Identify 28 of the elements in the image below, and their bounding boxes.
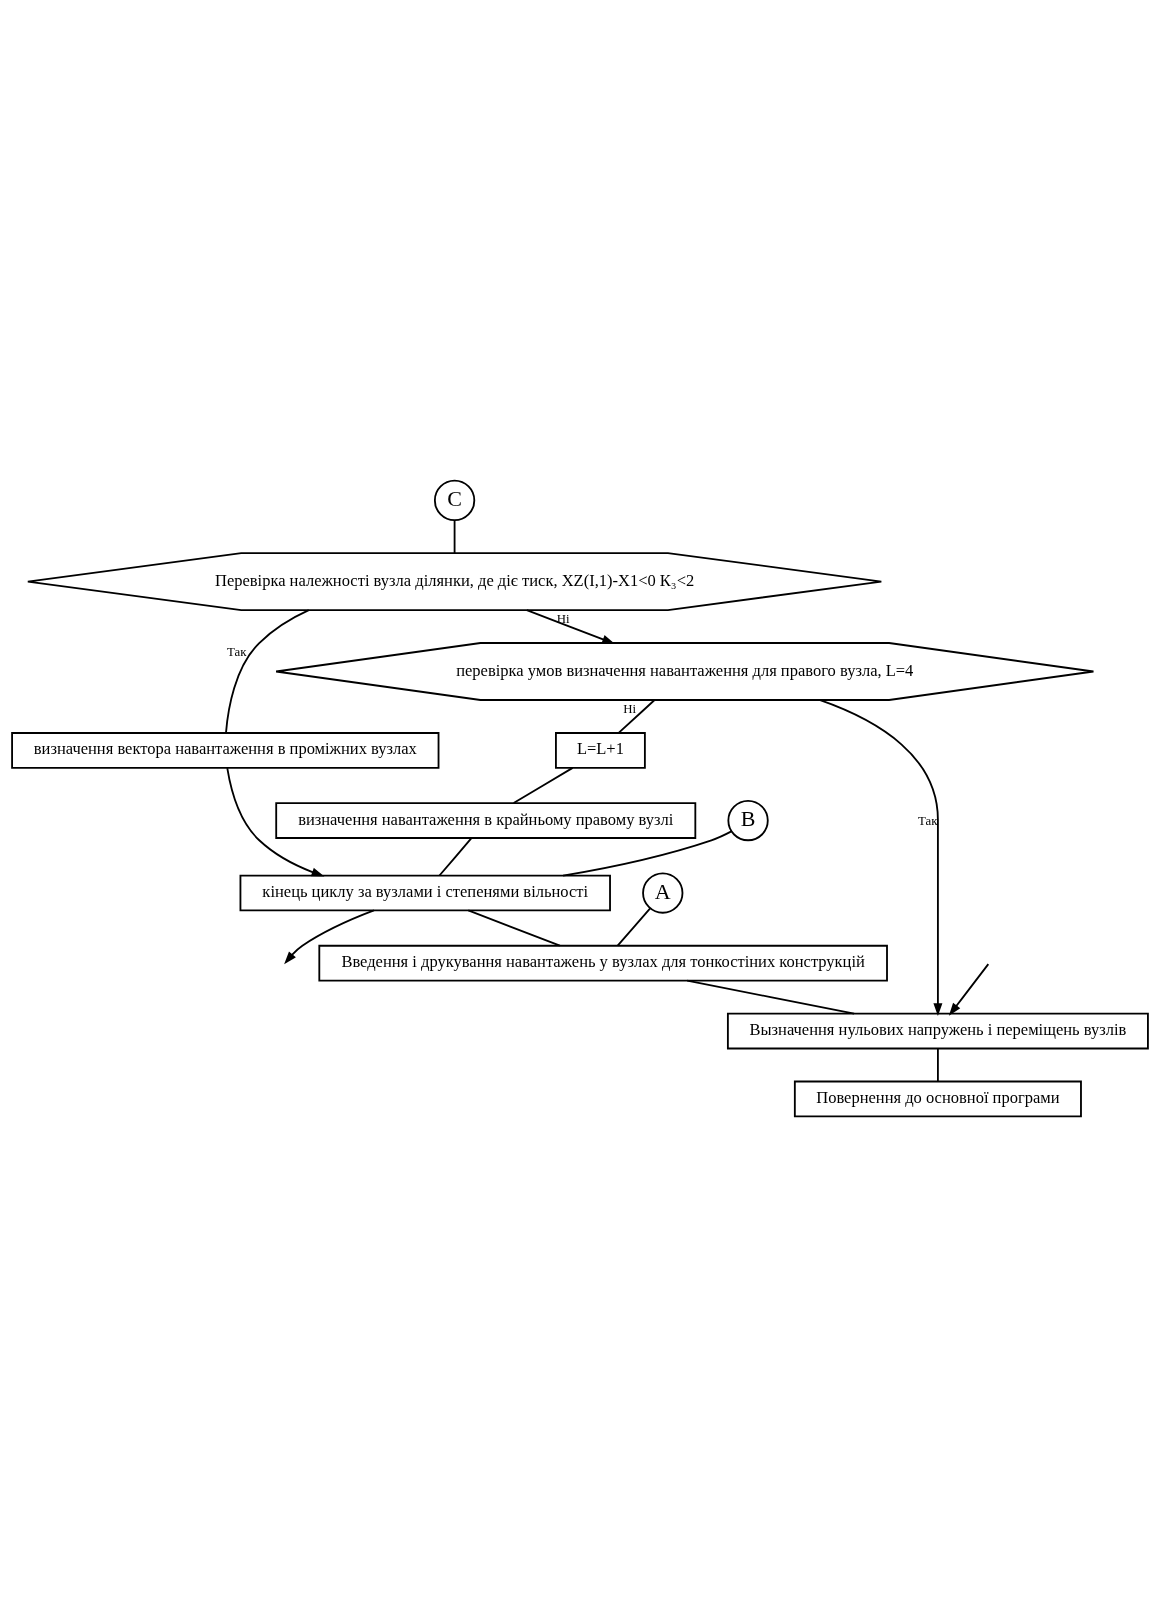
node-box: L=L+1 — [555, 732, 646, 769]
connector — [512, 766, 574, 804]
node-circle: A — [642, 872, 684, 914]
node-box: визначення навантаження в крайньому правому вузлі — [275, 802, 697, 839]
arrow — [284, 909, 375, 965]
arrow — [226, 767, 325, 877]
connector — [616, 907, 652, 947]
connector — [453, 519, 456, 554]
edge-label: Ні — [623, 702, 637, 717]
connector — [562, 830, 733, 877]
connector — [467, 909, 561, 947]
node-circle: C — [433, 479, 476, 521]
node-box: визначення вектора навантаження в проміжних вузлах — [11, 732, 440, 769]
node-box: кінець циклу за вузлами і степенями вільності — [239, 874, 611, 912]
node-box: Повернення до основної програми — [793, 1080, 1082, 1118]
node-box: Введення і друкування навантажень у вузлах для тонкостіних конструкцій — [318, 944, 888, 982]
edge-label: Так — [226, 644, 247, 659]
connector — [617, 699, 656, 734]
arrow — [948, 963, 990, 1016]
connector — [438, 837, 473, 877]
arrow — [818, 699, 943, 1017]
edge-label: Так — [918, 814, 938, 829]
connector — [937, 1047, 939, 1083]
node-circle: B — [727, 799, 769, 842]
connector — [686, 979, 856, 1015]
connector — [225, 609, 310, 734]
node-box: Вызначення нульових напружень і переміщень вузлів — [726, 1012, 1149, 1050]
arrow — [525, 609, 616, 644]
